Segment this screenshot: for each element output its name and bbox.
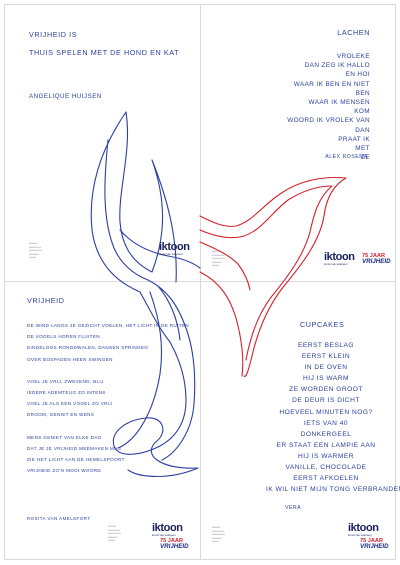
poem-line: donkergeel bbox=[300, 430, 352, 438]
poem-lines: Eerst beslag eerst klein in de oven hij is … bbox=[266, 340, 400, 495]
poem-line: ze bbox=[361, 154, 370, 162]
poem-line: De vogels horen fluiten bbox=[27, 334, 100, 340]
poem-line: De wind langs je gezicht voelen, het lic… bbox=[27, 323, 189, 328]
poem-line: waar ik mensen bbox=[308, 99, 370, 107]
bird-head-outline bbox=[199, 177, 347, 377]
poem-line: Eindeloos ronddwalen, dansen springen bbox=[27, 345, 149, 351]
poem-author: Rosita van Amelsfort bbox=[27, 516, 91, 521]
75-jaar-vrijheid-logo: 75 JAAR VRIJHEID bbox=[360, 538, 389, 550]
poem-line: ben bbox=[355, 89, 370, 97]
credits-text: ▪▪▪▪▪▪▪▪▪▪▪▪▪▪▪▪▪▪▪▪▪▪▪▪▪▪▪▪▪▪▪▪▪▪▪▪▪▪▪▪… bbox=[29, 242, 42, 260]
credits-text: ▪▪▪▪▪▪▪▪▪▪▪▪▪▪▪▪▪▪▪▪▪▪▪▪▪▪▪▪▪▪▪▪▪▪▪▪▪▪▪▪… bbox=[108, 525, 121, 543]
poem-line: Droom, geniet en wens bbox=[27, 412, 95, 418]
stanza-gap bbox=[27, 421, 189, 432]
poem-title-line1: Vrijheid is bbox=[29, 30, 78, 39]
poem-line: Iedere ademteug zo intens bbox=[27, 390, 106, 396]
poem-author: Alex Rosema bbox=[325, 154, 368, 160]
poem-lines: Vroleke dan zeg ik halloen hoiwaar ik ben… bbox=[287, 52, 370, 162]
poem-line: dan zeg ik hallo bbox=[304, 62, 370, 70]
stanza-gap bbox=[27, 365, 189, 376]
poem-line: eerst afkoelen bbox=[293, 475, 359, 483]
poem-line: hoeveel minuten nog? bbox=[279, 408, 373, 416]
iktoon-logo: iktoon kunst van iedereen bbox=[159, 241, 190, 257]
poem-title: Cupcakes bbox=[300, 320, 345, 329]
vertical-fold-line bbox=[200, 4, 201, 560]
credits-text: ▪▪▪▪▪▪▪▪▪▪▪▪▪▪▪▪▪▪▪▪▪▪▪▪▪▪▪▪▪▪▪▪▪▪▪▪▪▪▪▪… bbox=[212, 250, 225, 268]
poem-line: Voel je vrij, zwevend, blij bbox=[27, 378, 104, 384]
poem-line: met bbox=[355, 145, 370, 153]
poem-line: Mens geniet van elke dag bbox=[27, 434, 102, 440]
75-jaar-vrijheid-logo: 75 JAAR VRIJHEID bbox=[362, 253, 391, 265]
poem-line: Vrijheid zo'n mooi woord bbox=[27, 468, 102, 474]
75-jaar-vrijheid-logo: 75 JAAR VRIJHEID bbox=[160, 538, 189, 550]
bird-wing-outline bbox=[90, 111, 199, 477]
poem-line: Voel je als een vogel zo vrij bbox=[27, 401, 113, 407]
poem-line: Vroleke bbox=[337, 53, 370, 60]
poem-line: dan bbox=[355, 126, 370, 134]
poem-line: hij is warmer bbox=[297, 452, 355, 460]
poem-title: Vrijheid bbox=[27, 296, 65, 305]
poem-author: Vera bbox=[285, 505, 302, 511]
poem-line: ze worden groot bbox=[289, 386, 363, 394]
poem-line: Dat je je vrijheid meemaken mag bbox=[27, 445, 122, 451]
iktoon-logo: iktoon kunst van iedereen bbox=[324, 251, 355, 267]
poem-line: iets van 40 bbox=[303, 419, 349, 427]
poem-line: Zie het licht aan de hemelspoort bbox=[27, 457, 125, 463]
poem-line: hij is warm bbox=[303, 375, 349, 383]
poem-title: Lachen bbox=[337, 28, 370, 37]
poem-line: er staat een lampie aan bbox=[276, 441, 376, 449]
poem-line: vanille, chocolade bbox=[285, 464, 367, 472]
poem-line: en hoi bbox=[345, 71, 370, 79]
poem-line: eerst klein bbox=[301, 353, 351, 361]
poem-author: Angelique Huijsen bbox=[29, 93, 102, 100]
horizontal-fold-line bbox=[4, 281, 396, 282]
poem-line: Eerst beslag bbox=[297, 342, 355, 349]
poem-line: kom bbox=[354, 108, 370, 116]
iktoon-logo: iktoon kunst van iedereen bbox=[152, 522, 183, 538]
poem-title-line2: thuis spelen met de hond en kat bbox=[29, 48, 180, 57]
poem-line: in de oven bbox=[304, 364, 348, 372]
credits-text: ▪▪▪▪▪▪▪▪▪▪▪▪▪▪▪▪▪▪▪▪▪▪▪▪▪▪▪▪▪▪▪▪▪▪▪▪▪▪▪▪… bbox=[212, 526, 225, 544]
iktoon-logo: iktoon kunst van iedereen bbox=[348, 522, 379, 538]
poem-line: de deur is dicht bbox=[292, 397, 360, 405]
poem-line: praat ik bbox=[338, 135, 370, 143]
poem-line: woord ik vrolek van bbox=[287, 117, 370, 125]
poem-line: ik wil niet mijn tong verbranden bbox=[266, 486, 400, 494]
poem-line: Over bospaden heen swingen bbox=[27, 356, 113, 362]
poem-lines: De wind langs je gezicht voelen, het lic… bbox=[27, 320, 189, 476]
poem-line: waar ik ben en niet bbox=[293, 80, 370, 88]
